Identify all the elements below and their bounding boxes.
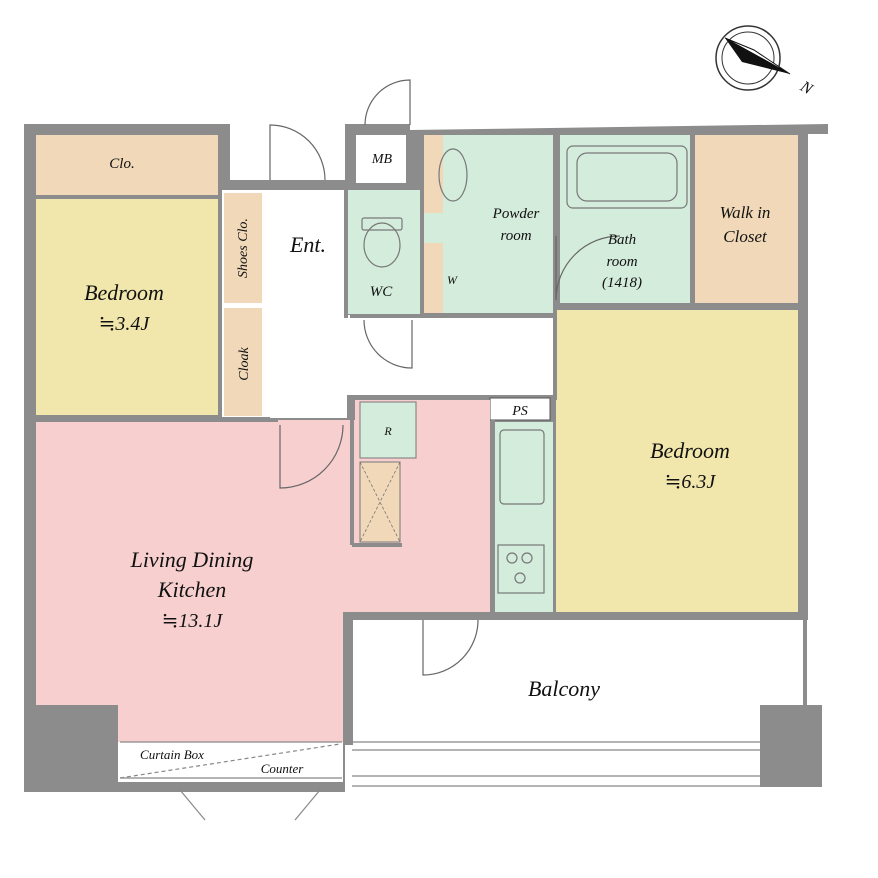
kitchen-counter xyxy=(493,422,553,612)
bedroom-left-area xyxy=(36,198,218,415)
rooms xyxy=(36,135,805,787)
bedroom-right-label: Bedroom xyxy=(650,438,730,463)
walk-in-closet-area xyxy=(695,135,798,303)
wc-area xyxy=(348,190,420,314)
wc-label: WC xyxy=(370,284,393,300)
bath-room-label-2: room xyxy=(606,254,637,270)
columns xyxy=(24,620,822,792)
walk-in-closet-label-1: Walk in xyxy=(720,203,771,222)
curtain-box-label: Curtain Box xyxy=(140,747,204,762)
refrigerator-box xyxy=(359,401,417,459)
bedroom-right-area xyxy=(556,310,798,612)
closet-area xyxy=(36,135,218,195)
bedroom-left-label: Bedroom xyxy=(84,280,164,305)
meter-box-label: MB xyxy=(371,152,393,167)
ldk-size: ≒13.1J xyxy=(162,610,224,632)
washer-label: W xyxy=(447,273,458,287)
pipe-space-label: PS xyxy=(511,404,528,419)
balcony-label: Balcony xyxy=(528,676,600,701)
refrigerator-label: R xyxy=(383,424,392,438)
shoes-closet-area xyxy=(224,193,262,303)
shoes-closet-label: Shoes Clo. xyxy=(236,218,251,278)
labels: Clo. Bedroom ≒3.4J Shoes Clo. Ent. Cloak… xyxy=(84,78,816,776)
bedroom-right-size: ≒6.3J xyxy=(665,471,717,493)
walk-in-closet-label-2: Closet xyxy=(723,227,768,246)
bath-room-label-1: Bath xyxy=(608,232,636,248)
entrance-label: Ent. xyxy=(289,232,326,257)
bathtub-icon xyxy=(566,145,688,209)
vanity-storage xyxy=(423,135,443,213)
cloak-area xyxy=(224,308,262,416)
door-swings xyxy=(269,79,621,676)
hall-area xyxy=(345,315,555,395)
balcony-rails xyxy=(119,741,760,821)
cloak-label: Cloak xyxy=(237,346,252,380)
ldk-label-2: Kitchen xyxy=(157,577,226,602)
compass-icon xyxy=(715,25,791,91)
pantry-box xyxy=(359,461,401,543)
meter-box-area xyxy=(356,135,406,183)
closet-label: Clo. xyxy=(109,156,134,172)
powder-room-area xyxy=(423,135,553,313)
kitchen-fixtures xyxy=(497,429,545,594)
bath-room-area xyxy=(560,135,690,303)
ldk-label-1: Living Dining xyxy=(130,547,254,572)
partitions xyxy=(36,132,807,705)
washer-storage xyxy=(423,243,443,313)
toilet-icon xyxy=(361,217,403,268)
bedroom-left-size: ≒3.4J xyxy=(99,313,151,335)
bath-room-size: (1418) xyxy=(602,275,642,291)
balcony-area xyxy=(350,622,805,787)
compass-north-label: N xyxy=(797,78,817,99)
powder-room-label-2: room xyxy=(500,228,531,244)
counter-label: Counter xyxy=(261,761,305,776)
sink-icon xyxy=(438,148,468,202)
curtain-box-area xyxy=(118,742,343,782)
powder-room-label-1: Powder xyxy=(492,206,540,222)
